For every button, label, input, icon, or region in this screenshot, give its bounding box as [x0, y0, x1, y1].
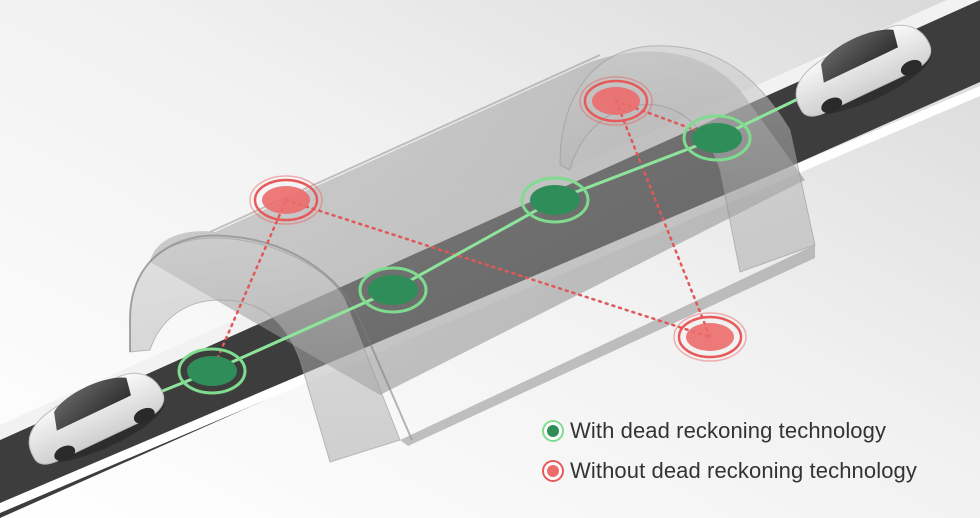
with-technology-node [177, 347, 247, 395]
without-technology-node [579, 76, 653, 126]
without-path-segment [210, 198, 288, 373]
with-path-segment [211, 288, 394, 373]
legend-item-with: With dead reckoning technology [544, 418, 917, 444]
with-technology-node [358, 266, 428, 314]
with-path-segment [392, 198, 556, 292]
without-path-segment [284, 198, 712, 339]
with-technology-nodes [177, 114, 752, 395]
without-technology-node [249, 175, 323, 225]
tunnel-front-rim [129, 234, 413, 441]
tunnel-side-wall [400, 245, 815, 446]
vehicle-rear [28, 372, 165, 465]
legend-item-without: Without dead reckoning technology [544, 458, 917, 484]
with-technology-node [682, 114, 752, 162]
without-technology-nodes [249, 76, 747, 362]
with-path-segment [554, 136, 718, 202]
green-dot-icon [544, 422, 562, 440]
vehicle-front [795, 24, 932, 117]
legend: With dead reckoning technology Without d… [544, 418, 917, 484]
legend-label-without: Without dead reckoning technology [570, 458, 917, 483]
without-path-segment [614, 99, 712, 339]
legend-label-with: With dead reckoning technology [570, 418, 887, 443]
with-technology-node [520, 176, 590, 224]
red-dot-icon [544, 462, 562, 480]
without-technology-path [210, 99, 719, 373]
without-technology-node [673, 312, 747, 362]
